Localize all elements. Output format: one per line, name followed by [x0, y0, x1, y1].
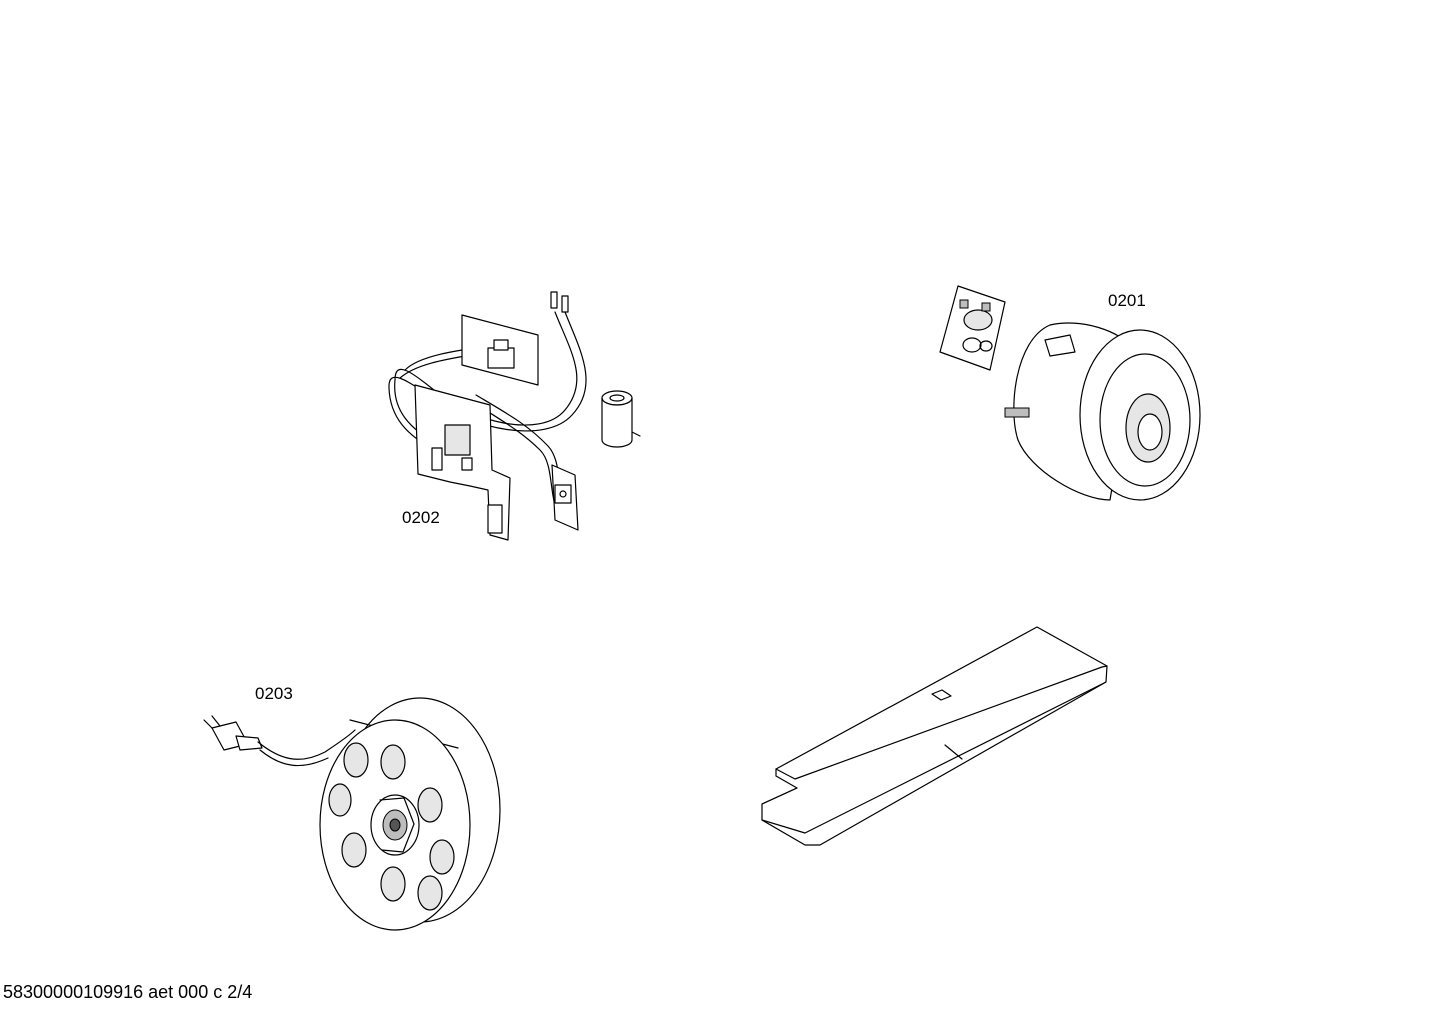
- cord-reel-drawing: [203, 697, 501, 931]
- drawing-reference-footer: 58300000109916 aet 000 c 2/4: [3, 982, 253, 1002]
- motor-drawing: [939, 285, 1201, 501]
- part-label-0201: 0201: [1108, 291, 1146, 310]
- base-plate-drawing: [761, 626, 1108, 846]
- part-label-0203: 0203: [255, 684, 293, 703]
- electronic-module-drawing: [388, 291, 641, 541]
- part-label-0202: 0202: [402, 508, 440, 527]
